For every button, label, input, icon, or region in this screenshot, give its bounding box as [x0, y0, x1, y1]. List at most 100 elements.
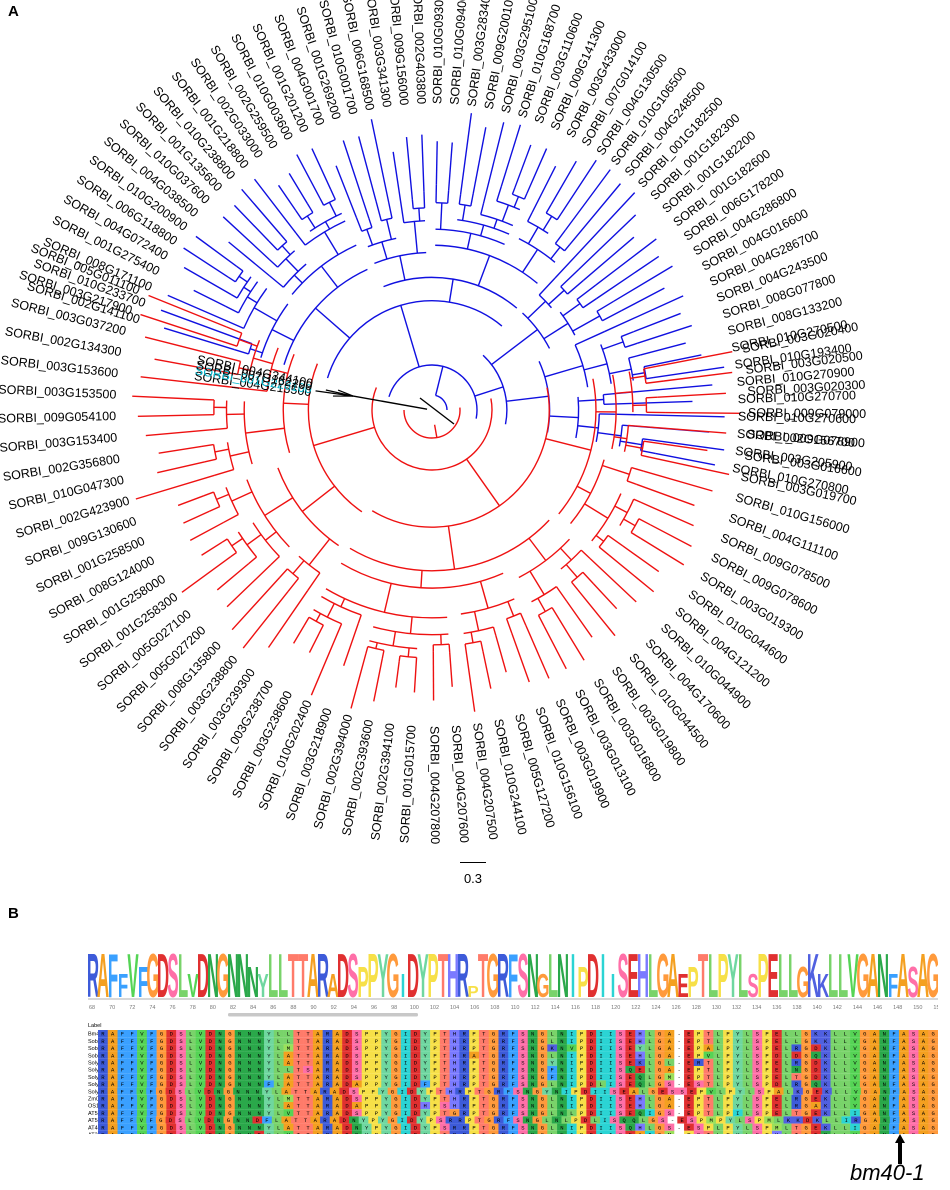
alignment-residue: A — [903, 1117, 907, 1124]
alignment-residue: R — [453, 1132, 457, 1135]
alignment-cell — [625, 1094, 636, 1102]
alignment-residue: Y — [736, 1124, 740, 1131]
alignment-residue: S — [619, 1081, 623, 1088]
alignment-residue: R — [458, 1117, 462, 1124]
alignment-residue: L — [785, 1110, 788, 1117]
alignment-cell — [542, 1116, 553, 1124]
alignment-cell — [629, 1087, 639, 1095]
tree-branch — [511, 187, 516, 195]
alignment-residue: T — [707, 1038, 711, 1045]
tree-branch — [519, 612, 527, 626]
alignment-cell — [752, 1030, 763, 1038]
alignment-cell — [908, 1051, 919, 1059]
alignment-residue: Y — [424, 1074, 428, 1081]
alignment-residue: G — [931, 1045, 934, 1052]
logo-position-tick: 116 — [571, 1005, 580, 1011]
alignment-cell — [557, 1030, 568, 1038]
alignment-cell — [342, 1058, 353, 1066]
alignment-cell — [498, 1044, 509, 1052]
logo-scrollbar[interactable] — [228, 1013, 418, 1017]
alignment-residue: F — [892, 1081, 895, 1088]
mutant-label: bm40-1 — [850, 1160, 925, 1185]
logo-position-tick: 108 — [490, 1005, 499, 1011]
alignment-cell — [654, 1058, 665, 1066]
alignment-residue: S — [521, 1096, 525, 1103]
alignment-cell — [244, 1073, 255, 1081]
logo-letter: E — [627, 941, 638, 1011]
alignment-residue: L — [189, 1067, 192, 1074]
alignment-cell — [605, 1094, 616, 1102]
alignment-residue: - — [678, 1124, 681, 1131]
alignment-cell — [713, 1080, 724, 1088]
alignment-cell — [703, 1058, 714, 1066]
alignment-residue: F — [511, 1110, 514, 1117]
alignment-residue: N — [560, 1096, 563, 1103]
alignment-cell — [439, 1051, 450, 1059]
alignment-cell — [654, 1080, 665, 1088]
alignment-cell — [928, 1037, 938, 1045]
alignment-residue: S — [619, 1132, 623, 1135]
alignment-residue: A — [111, 1124, 115, 1131]
alignment-residue: D — [345, 1031, 349, 1038]
alignment-cell — [264, 1080, 275, 1088]
alignment-residue: R — [497, 1088, 501, 1095]
alignment-cell — [879, 1109, 890, 1117]
alignment-residue: D — [209, 1031, 213, 1038]
alignment-cell — [928, 1130, 938, 1134]
alignment-residue: F — [511, 1074, 514, 1081]
alignment-residue: L — [844, 1060, 847, 1067]
alignment-residue: P — [365, 1081, 368, 1088]
alignment-cell — [459, 1058, 470, 1066]
alignment-residue: G — [863, 1052, 866, 1059]
alignment-residue: F — [511, 1081, 514, 1088]
alignment-residue: S — [690, 1117, 694, 1124]
alignment-residue: F — [121, 1110, 124, 1117]
alignment-residue: N — [218, 1103, 221, 1110]
alignment-residue: S — [680, 1088, 684, 1095]
alignment-residue: G — [160, 1052, 163, 1059]
alignment-cell — [513, 1087, 524, 1095]
logo-letter: D — [407, 941, 419, 1011]
alignment-residue: L — [188, 1088, 191, 1095]
alignment-cell — [176, 1073, 187, 1081]
alignment-residue: M — [287, 1096, 290, 1103]
logo-letter: V — [187, 967, 198, 1005]
logo-position-tick: 148 — [893, 1005, 902, 1011]
alignment-cell — [215, 1066, 226, 1074]
logo-position-tick: 78 — [190, 1005, 196, 1011]
alignment-cell — [725, 1087, 736, 1095]
alignment-residue: I — [853, 1110, 856, 1117]
alignment-residue: V — [140, 1081, 144, 1088]
alignment-cell — [254, 1030, 265, 1038]
alignment-residue: R — [101, 1110, 105, 1117]
alignment-cell — [522, 1087, 533, 1095]
logo-position-tick: 86 — [270, 1005, 276, 1011]
alignment-residue: H — [449, 1088, 452, 1095]
alignment-residue: D — [170, 1067, 174, 1074]
alignment-cell — [127, 1080, 138, 1088]
tree-branch — [653, 366, 725, 379]
tree-branch — [615, 391, 633, 395]
alignment-residue: T — [707, 1081, 711, 1088]
alignment-cell — [430, 1037, 441, 1045]
alignment-residue: N — [258, 1067, 261, 1074]
alignment-residue: G — [804, 1132, 807, 1135]
alignment-residue: I — [404, 1045, 407, 1052]
alignment-cell — [137, 1130, 148, 1134]
alignment-cell — [361, 1102, 372, 1110]
alignment-cell — [596, 1066, 607, 1074]
tree-branch — [242, 591, 289, 649]
alignment-residue: A — [111, 1081, 115, 1088]
alignment-cell — [635, 1044, 646, 1052]
alignment-residue: F — [511, 1096, 514, 1103]
alignment-cell — [518, 1094, 529, 1102]
alignment-cell — [234, 1130, 245, 1134]
alignment-cell — [264, 1058, 275, 1066]
alignment-cell — [400, 1030, 411, 1038]
alignment-residue: P — [726, 1067, 729, 1074]
tree-branch — [577, 589, 616, 637]
alignment-cell — [215, 1080, 226, 1088]
alignment-cell — [791, 1109, 802, 1117]
alignment-residue: I — [404, 1038, 407, 1045]
alignment-residue: Y — [638, 1045, 642, 1052]
